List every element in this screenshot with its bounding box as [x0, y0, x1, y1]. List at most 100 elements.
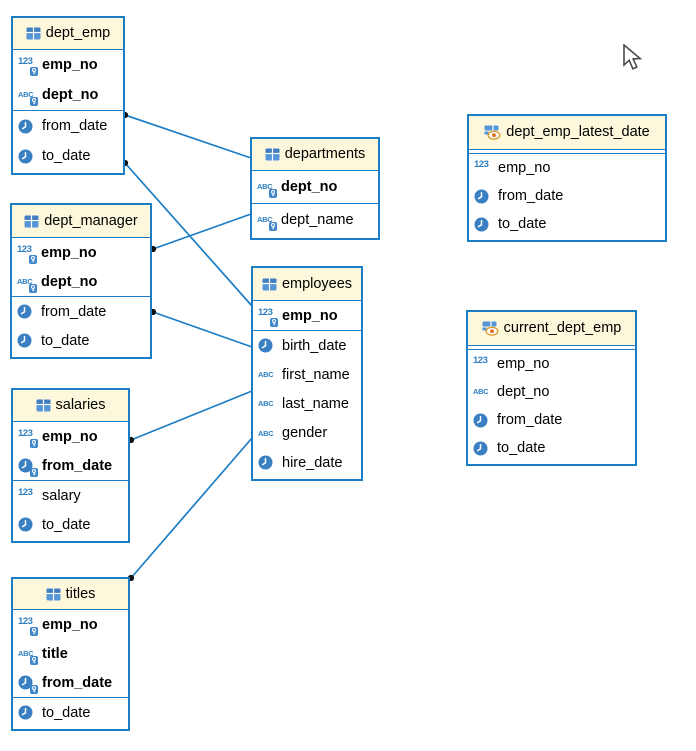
text-type-glyph: ABC	[258, 399, 274, 409]
date-type-icon-wrap	[18, 117, 39, 135]
column-row-to_date[interactable]: to_date	[468, 434, 635, 462]
relation-line-dept_emp-employees[interactable]	[124, 162, 253, 307]
column-name: emp_no	[497, 356, 550, 372]
number-type-glyph: 123	[18, 56, 33, 68]
column-row-from_date[interactable]: from_date	[13, 110, 123, 141]
key-badge-icon	[30, 655, 38, 665]
number-type-glyph: 123	[18, 427, 33, 439]
column-row-to_date[interactable]: to_date	[13, 510, 128, 539]
table-icon	[262, 278, 277, 290]
column-row-from_date[interactable]: from_date	[13, 668, 128, 697]
number-type-icon: 123	[258, 307, 279, 327]
entity-header[interactable]: dept_emp	[13, 18, 123, 50]
column-row-from_date[interactable]: from_date	[13, 451, 128, 480]
column-name: dept_no	[497, 384, 550, 400]
table-icon	[36, 399, 51, 412]
table-icon	[26, 27, 41, 40]
text-type-icon: ABC	[18, 645, 39, 665]
relation-line-salaries-employees[interactable]	[130, 390, 253, 441]
column-row-last_name[interactable]: ABC last_name	[253, 390, 361, 419]
date-type-icon	[474, 189, 489, 203]
column-name: from_date	[42, 118, 108, 134]
date-type-icon-wrap	[18, 516, 39, 534]
entity-header[interactable]: departments	[252, 139, 378, 171]
date-type-icon	[18, 517, 33, 532]
entity-header[interactable]: dept_emp_latest_date	[469, 116, 665, 150]
column-row-hire_date[interactable]: hire_date	[253, 448, 361, 477]
date-type-icon-wrap	[18, 704, 39, 722]
number-type-icon: 123	[18, 56, 39, 76]
entity-header[interactable]: dept_manager	[12, 205, 150, 238]
entity-header[interactable]: salaries	[13, 390, 128, 422]
text-type-icon: ABC	[258, 366, 279, 384]
number-type-glyph: 123	[473, 355, 488, 367]
relation-line-titles-employees[interactable]	[130, 437, 253, 579]
column-name: last_name	[282, 396, 349, 413]
key-badge-icon	[29, 254, 37, 264]
column-row-to_date[interactable]: to_date	[13, 697, 128, 727]
text-type-icon: ABC	[473, 383, 494, 401]
relation-line-dept_emp-departments[interactable]	[124, 114, 252, 159]
key-badge-icon	[269, 222, 277, 231]
column-row-to_date[interactable]: to_date	[469, 210, 665, 238]
entity-header[interactable]: titles	[13, 579, 128, 610]
column-name: emp_no	[282, 307, 338, 324]
relation-line-dept_manager-employees[interactable]	[152, 311, 253, 348]
column-row-emp_no[interactable]: 123 emp_no	[468, 350, 635, 378]
entity-title: departments	[284, 146, 366, 163]
column-row-birth_date[interactable]: birth_date	[253, 330, 361, 360]
entity-header[interactable]: employees	[253, 268, 361, 301]
number-type-glyph: 123	[18, 486, 33, 498]
date-type-icon	[17, 304, 32, 319]
column-row-from_date[interactable]: from_date	[12, 296, 150, 326]
date-type-icon	[18, 119, 33, 133]
entity-header[interactable]: current_dept_emp	[468, 312, 635, 346]
date-type-icon-wrap	[474, 215, 495, 233]
column-row-from_date[interactable]: from_date	[468, 406, 635, 434]
column-row-from_date[interactable]: from_date	[469, 182, 665, 210]
date-type-icon-wrap	[18, 674, 39, 694]
number-type-glyph: 123	[17, 243, 32, 255]
date-type-icon-wrap	[18, 457, 39, 477]
relation-line-dept_manager-departments[interactable]	[152, 213, 252, 250]
text-type-icon: ABC	[258, 395, 279, 413]
column-row-to_date[interactable]: to_date	[13, 141, 123, 171]
text-type-icon: ABC	[18, 86, 39, 106]
text-type-icon: ABC	[257, 178, 278, 198]
column-name: title	[42, 645, 68, 662]
column-name: from_date	[497, 412, 563, 428]
date-type-icon	[18, 149, 33, 163]
column-row-to_date[interactable]: to_date	[12, 326, 150, 355]
table-icon	[46, 588, 61, 600]
entity-title: titles	[65, 585, 96, 602]
entity-title: salaries	[55, 397, 106, 414]
date-type-icon-wrap	[473, 411, 494, 429]
entity-title: dept_emp_latest_date	[506, 124, 650, 141]
column-name: first_name	[282, 366, 350, 383]
